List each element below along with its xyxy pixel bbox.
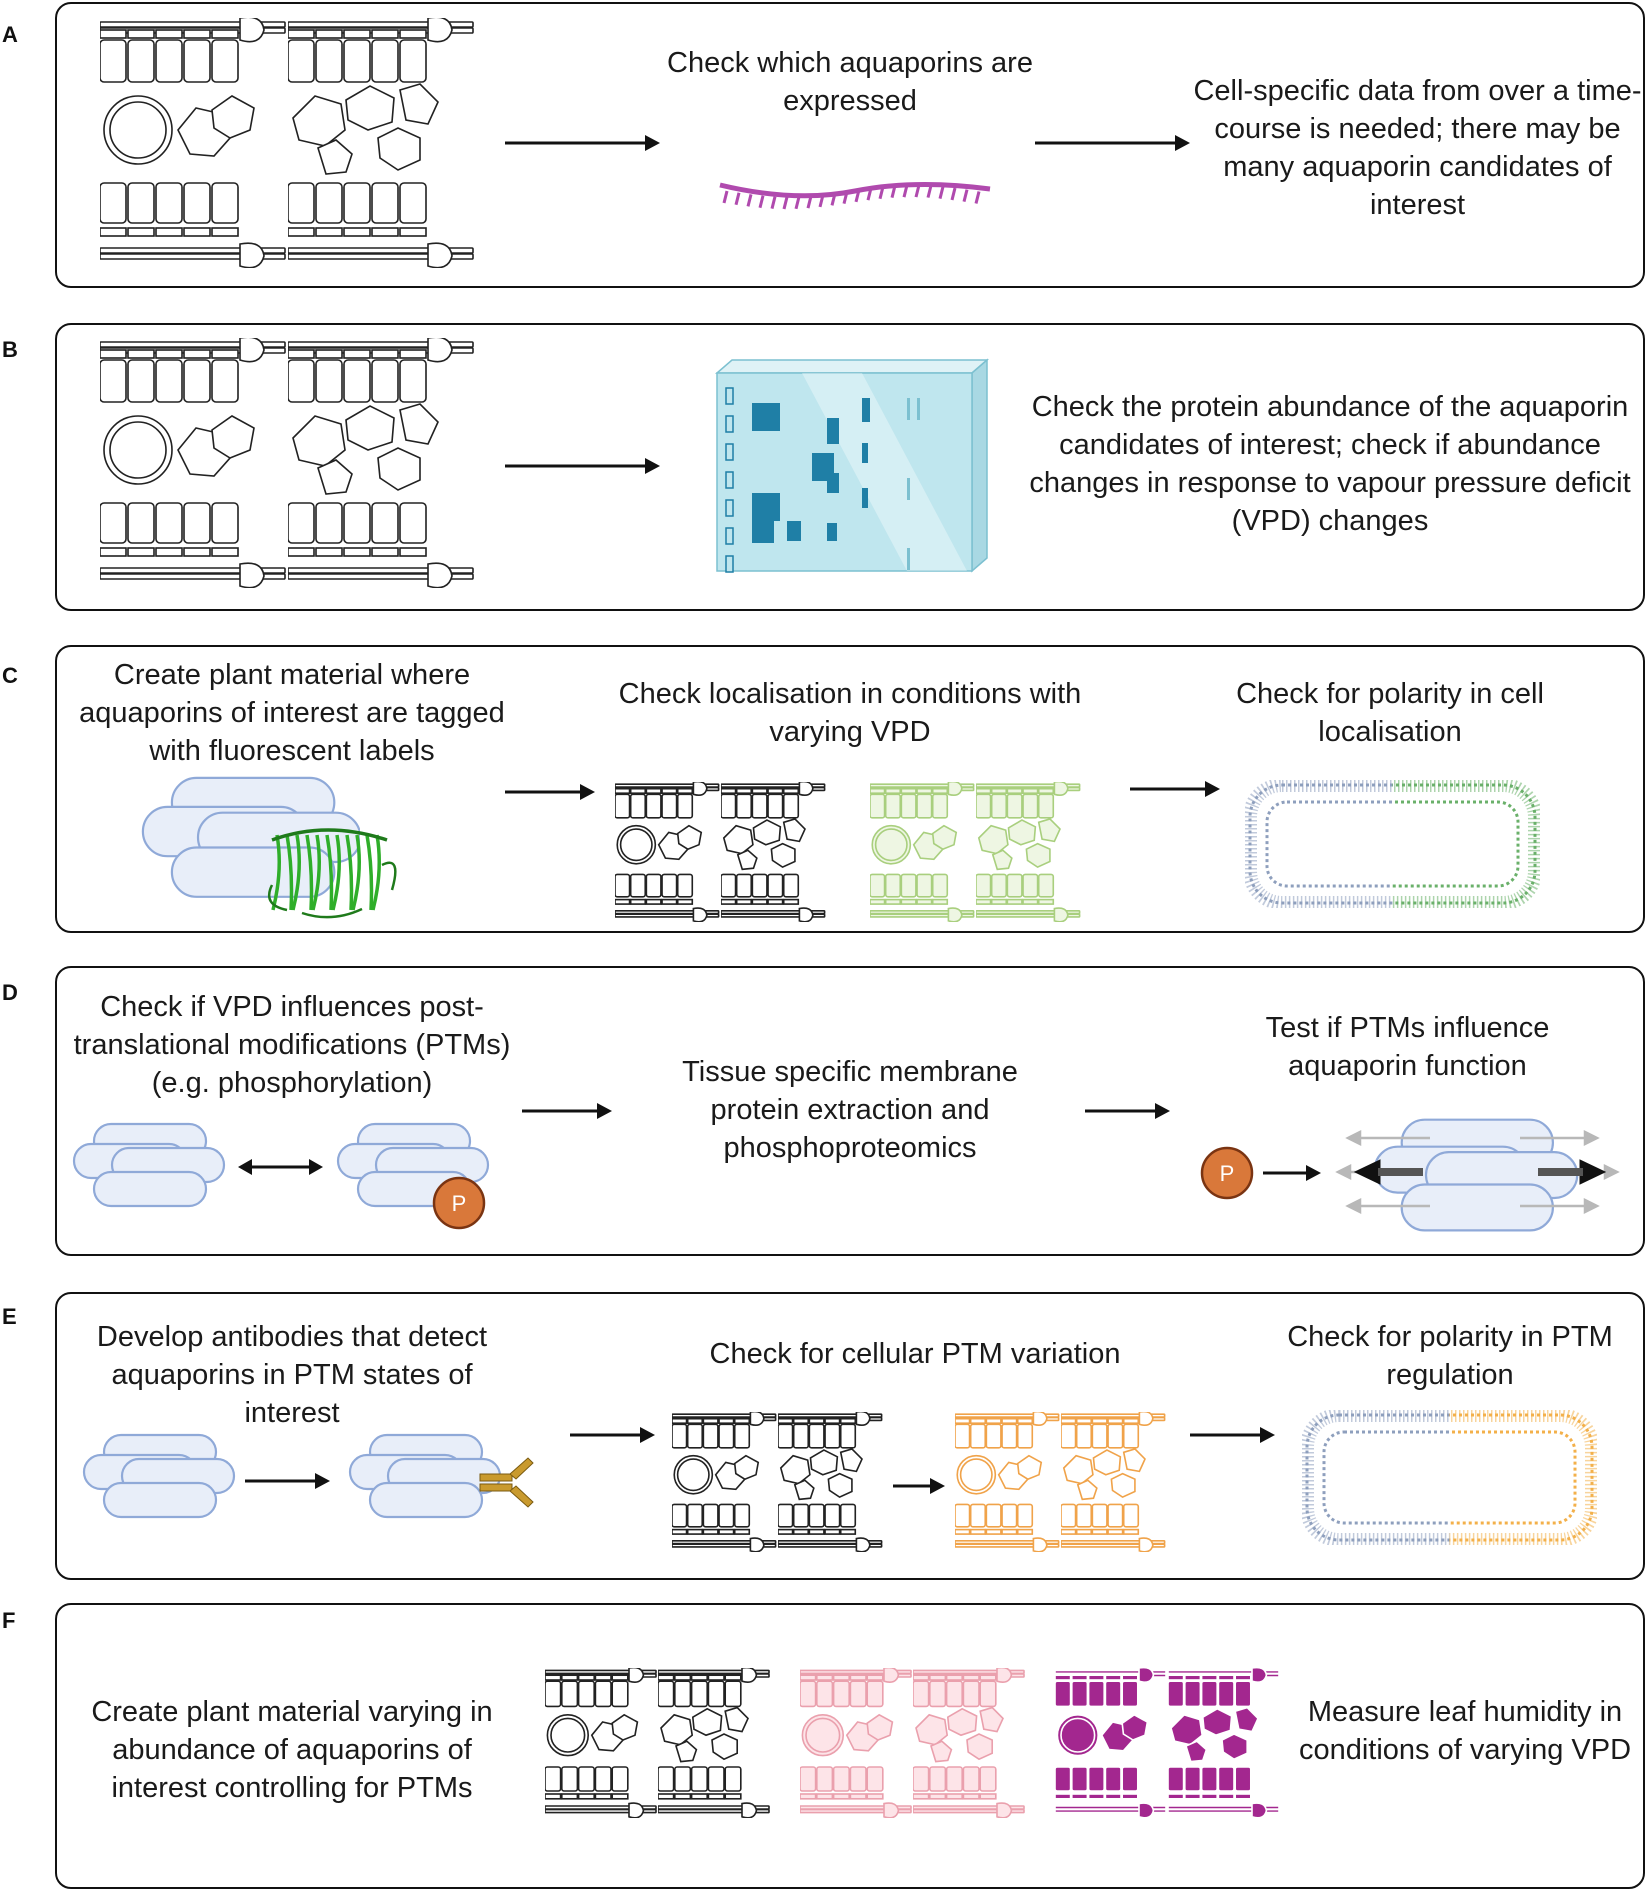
- leaf-cross-section-icon: [100, 338, 286, 588]
- panel-f-step2-text: Measure leaf humidity in conditions of v…: [1298, 1696, 1632, 1766]
- double-arrow-icon: [238, 1159, 323, 1175]
- leaf-cross-section-icon: [1168, 1668, 1280, 1818]
- arrow-icon: [505, 135, 660, 151]
- leaf-cross-section-icon: [672, 1412, 777, 1552]
- panel-f-step1-text: Create plant material varying in abundan…: [91, 1696, 493, 1804]
- panel-label-a: A: [2, 22, 18, 47]
- panel-label-c: C: [2, 663, 18, 688]
- panel-a-step1-text: Check which aquaporins are expressed: [667, 47, 1033, 117]
- antibody-icon: [479, 1457, 534, 1508]
- leaf-cross-section-icon: [288, 338, 474, 588]
- panel-c-step3-text: Check for polarity in cell localisation: [1236, 678, 1544, 748]
- leaf-cross-section-icon: [721, 782, 826, 922]
- panel-d-step3-text: Test if PTMs influence aquaporin functio…: [1265, 1012, 1550, 1082]
- leaf-cross-section-icon: [1055, 1668, 1167, 1818]
- arrow-icon: [505, 784, 595, 800]
- aquaporin-protein-icon: [72, 1122, 226, 1208]
- leaf-cross-section-icon: [955, 1412, 1060, 1552]
- arrow-icon: [1035, 135, 1190, 151]
- panel-e-step2-text: Check for cellular PTM variation: [709, 1338, 1121, 1370]
- arrow-icon: [1263, 1165, 1321, 1181]
- aquaporin-protein-icon: [348, 1433, 502, 1519]
- leaf-cross-section-icon: [976, 782, 1081, 922]
- panel-d: [55, 966, 1645, 1256]
- leaf-cross-section-icon: [545, 1668, 657, 1818]
- cell-membrane-icon: [1302, 1410, 1597, 1545]
- phosphate-icon: P: [1200, 1146, 1254, 1200]
- panel-e-step1-text: Develop antibodies that detect aquaporin…: [96, 1321, 488, 1429]
- arrow-icon: [522, 1103, 612, 1119]
- panel-label-f: F: [2, 1608, 16, 1633]
- panel-a-step2-text: Cell-specific data from over a time-cour…: [1193, 75, 1642, 221]
- phosphate-label: P: [452, 1191, 467, 1216]
- panel-e-step3-text: Check for polarity in PTM regulation: [1287, 1321, 1613, 1391]
- leaf-cross-section-icon: [870, 782, 975, 922]
- panel-d-step2-text: Tissue specific membrane protein extract…: [682, 1056, 1018, 1164]
- panel-b-step1-text: Check the protein abundance of the aquap…: [1029, 391, 1631, 537]
- aquaporin-protein-icon: [141, 776, 360, 898]
- leaf-cross-section-icon: [778, 1412, 883, 1552]
- leaf-cross-section-icon: [100, 18, 286, 268]
- leaf-cross-section-icon: [1061, 1412, 1166, 1552]
- western-blot-gel-icon: [714, 358, 990, 573]
- arrow-icon: [1085, 1103, 1170, 1119]
- leaf-cross-section-icon: [913, 1668, 1025, 1818]
- phosphate-icon: P: [432, 1176, 486, 1230]
- arrow-icon: [245, 1473, 330, 1489]
- leaf-cross-section-icon: [615, 782, 720, 922]
- arrow-icon: [1190, 1427, 1275, 1443]
- leaf-cross-section-icon: [800, 1668, 912, 1818]
- leaf-cross-section-icon: [658, 1668, 770, 1818]
- aquaporin-protein-icon: [82, 1433, 236, 1519]
- gfp-barrel-icon: [267, 828, 397, 919]
- arrow-icon: [505, 458, 660, 474]
- panel-label-d: D: [2, 980, 18, 1005]
- cell-membrane-icon: [1245, 780, 1540, 908]
- panel-c-step2-text: Check localisation in conditions with va…: [618, 678, 1082, 748]
- panel-d-step1-text: Check if VPD influences post-translation…: [73, 991, 511, 1099]
- panel-label-e: E: [2, 1304, 17, 1329]
- leaf-cross-section-icon: [288, 18, 474, 268]
- panel-label-b: B: [2, 337, 18, 362]
- arrow-icon: [570, 1427, 655, 1443]
- aquaporin-protein-icon: [1373, 1118, 1579, 1232]
- panel-f: [55, 1603, 1645, 1889]
- arrow-icon: [1130, 781, 1220, 797]
- rna-strand-icon: [719, 181, 991, 210]
- panel-c-step1-text: Create plant material where aquaporins o…: [79, 659, 505, 767]
- water-flux-arrows-icon: [1335, 1129, 1620, 1215]
- phosphate-label: P: [1220, 1161, 1235, 1186]
- arrow-icon: [893, 1478, 945, 1494]
